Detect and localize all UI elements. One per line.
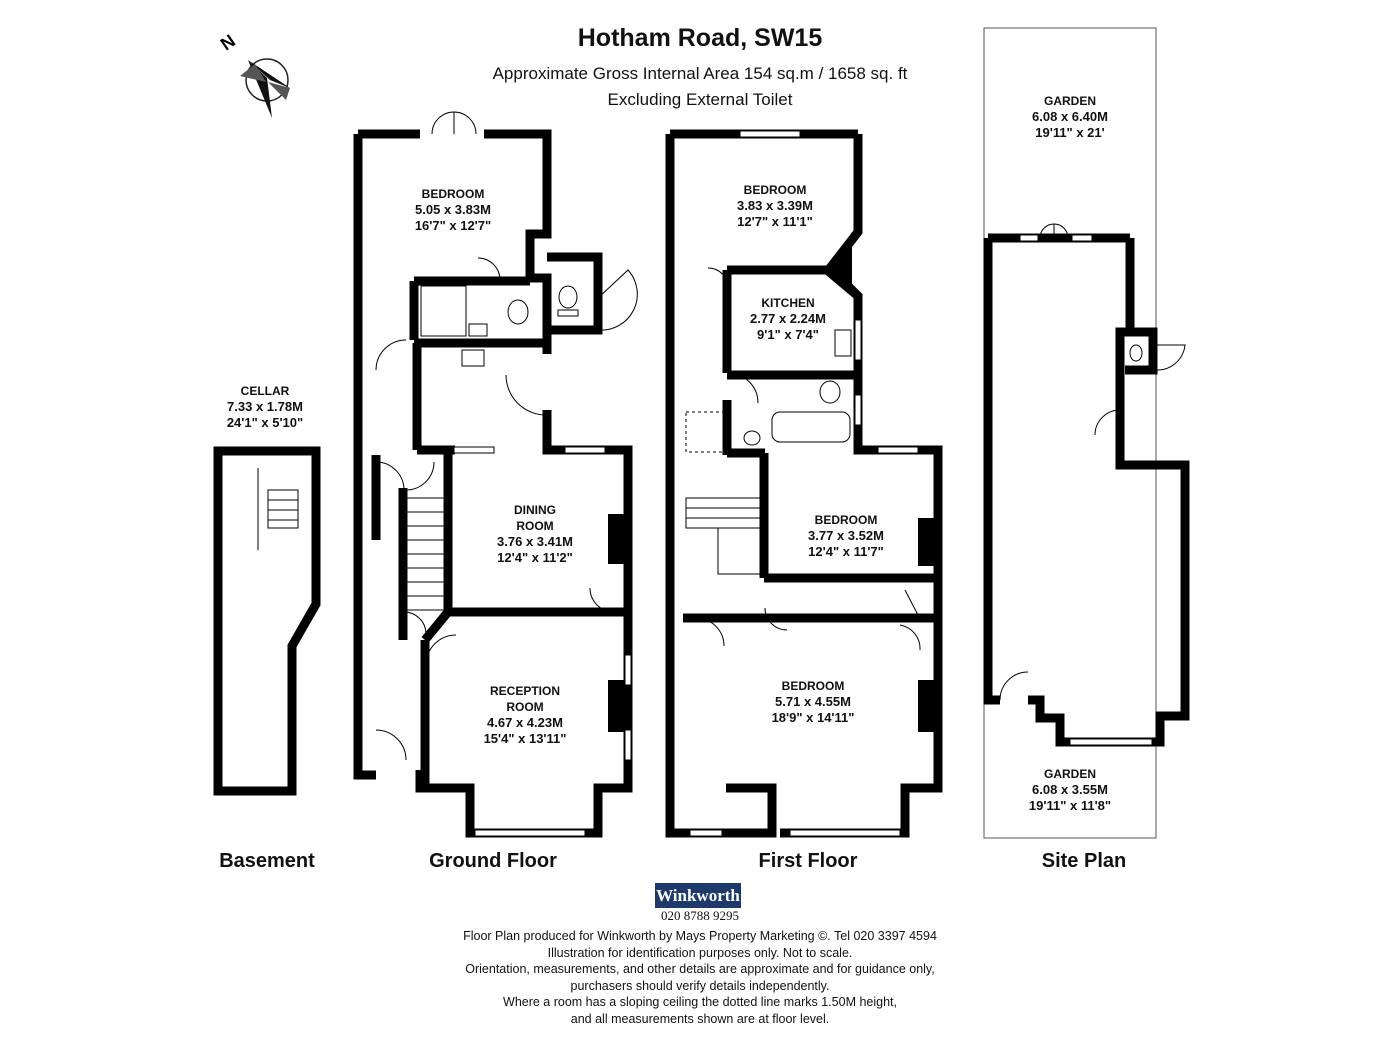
compass-letter: N [217, 31, 239, 55]
footer-line: purchasers should verify details indepen… [570, 978, 830, 993]
room-ff-bedroom-top: BEDROOM 3.83 x 3.39M 12'7" x 11'1" [737, 183, 813, 229]
footer-line: Where a room has a sloping ceiling the d… [503, 995, 897, 1009]
room-dining: DINING ROOM 3.76 x 3.41M 12'4" x 11'2" [497, 503, 573, 565]
first-floor-plan [665, 129, 943, 838]
footer-line: Floor Plan produced for Winkworth by May… [463, 929, 937, 943]
room-ff-bedroom-mid: BEDROOM 3.77 x 3.52M 12'4" x 11'7" [808, 513, 884, 559]
ground-floor-fittings [375, 111, 638, 837]
floor-label-site: Site Plan [1041, 850, 1127, 872]
agent-logo: Winkworth [655, 883, 741, 908]
excluding-line: Excluding External Toilet [607, 90, 793, 109]
footer-line: and all measurements shown are at floor … [570, 1011, 830, 1026]
footer-line: Illustration for identification purposes… [547, 945, 853, 960]
room-reception: RECEPTION ROOM 4.67 x 4.23M 15'4" x 13'1… [483, 684, 567, 746]
floor-label-ground: Ground Floor [429, 850, 557, 872]
room-gf-bedroom: BEDROOM 5.05 x 3.83M 16'7" x 12'7" [414, 187, 492, 233]
area-line: Approximate Gross Internal Area 154 sq.m… [492, 64, 908, 83]
agent-phone: 020 8788 9295 [661, 908, 739, 923]
room-garden-rear: GARDEN 6.08 x 6.40M 19'11" x 21' [1032, 94, 1108, 140]
room-ff-bedroom-front: BEDROOM 5.71 x 4.55M 18'9" x 14'11" [771, 679, 855, 725]
ground-floor-chimneys [608, 514, 624, 732]
compass-icon: N [217, 31, 290, 118]
page-title: Hotham Road, SW15 [577, 24, 823, 52]
site-plan [983, 27, 1190, 839]
floor-label-basement: Basement [219, 850, 315, 872]
room-kitchen: KITCHEN 2.77 x 2.24M 9'1" x 7'4" [750, 296, 826, 342]
cellar-stairs [257, 468, 299, 550]
first-floor-fittings [685, 130, 921, 837]
room-garden-front: GARDEN 6.08 x 3.55M 19'11" x 11'8" [1028, 767, 1112, 813]
footer-disclaimer: Floor Plan produced for Winkworth by May… [0, 928, 1400, 1027]
footer-line: Orientation, measurements, and other det… [465, 962, 935, 976]
room-cellar: CELLAR 7.33 x 1.78M 24'1" x 5'10" [226, 384, 304, 430]
first-floor-chimneys [830, 232, 934, 732]
floor-label-first: First Floor [758, 850, 858, 872]
basement-plan [213, 446, 321, 796]
